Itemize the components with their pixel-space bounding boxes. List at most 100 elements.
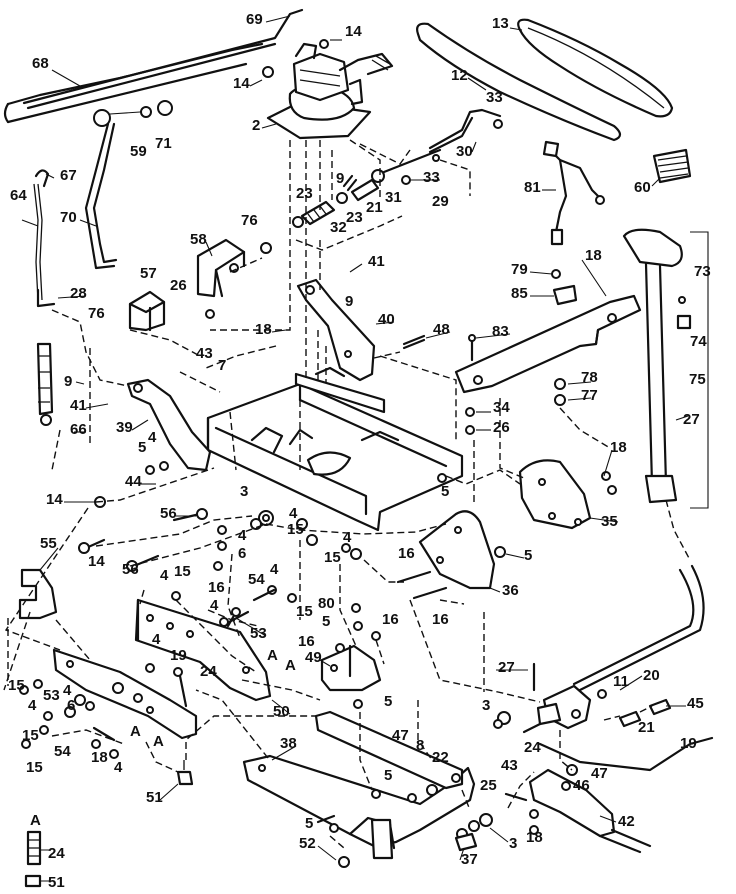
- callout-c15g: 15: [26, 759, 43, 776]
- callout-c83: 83: [492, 323, 509, 340]
- callout-c3a: 3: [240, 483, 248, 500]
- callout-c19b: 19: [680, 735, 697, 752]
- callout-c5d: 5: [322, 613, 330, 630]
- callout-c67: 67: [60, 167, 77, 184]
- callout-c18b: 18: [255, 321, 272, 338]
- callout-c40: 40: [378, 311, 395, 328]
- callout-c76a: 76: [241, 212, 258, 229]
- callout-c37: 37: [461, 851, 478, 868]
- rail-50: [134, 598, 272, 702]
- callout-c14a: 14: [345, 23, 362, 40]
- callout-cA5: A: [30, 812, 41, 829]
- transmission-assembly: [262, 39, 394, 140]
- callout-c53b: 53: [43, 687, 60, 704]
- callout-c9c: 9: [64, 373, 72, 390]
- hardware-upper: [292, 108, 503, 228]
- callout-c15c: 15: [174, 563, 191, 580]
- callout-c43b: 43: [501, 757, 518, 774]
- callout-c78: 78: [581, 369, 598, 386]
- rod-68: [3, 42, 264, 124]
- callout-c14b: 14: [233, 75, 250, 92]
- axle-frame-38: [242, 710, 476, 868]
- callout-c19a: 19: [170, 647, 187, 664]
- callout-c9b: 9: [345, 293, 353, 310]
- callout-c4i: 4: [63, 682, 72, 699]
- callout-c24b: 24: [524, 739, 541, 756]
- callout-c60: 60: [634, 179, 651, 196]
- callout-c58: 58: [190, 231, 207, 248]
- callout-c3b: 3: [482, 697, 490, 714]
- callout-c33b: 33: [423, 169, 440, 186]
- callout-c52: 52: [299, 835, 316, 852]
- callout-c16e: 16: [298, 633, 315, 650]
- callout-c50: 50: [273, 703, 290, 720]
- belt-13: [517, 18, 674, 118]
- callout-c27b: 27: [498, 659, 515, 676]
- callout-c27a: 27: [683, 411, 700, 428]
- callout-c18a: 18: [585, 247, 602, 264]
- callout-c5a: 5: [138, 439, 146, 456]
- callout-c43a: 43: [196, 345, 213, 362]
- callout-c47b: 47: [591, 765, 608, 782]
- callout-c15a: 15: [287, 521, 304, 538]
- callout-c85: 85: [511, 285, 528, 302]
- callout-c57: 57: [140, 265, 157, 282]
- callout-c53a: 53: [250, 625, 267, 642]
- callout-c64: 64: [10, 187, 27, 204]
- callout-c79: 79: [511, 261, 528, 278]
- callout-c26a: 26: [170, 277, 187, 294]
- callout-c42: 42: [618, 813, 635, 830]
- callout-c24a: 24: [200, 663, 217, 680]
- belt-12: [416, 22, 622, 142]
- callout-cA1: A: [267, 647, 278, 664]
- callout-c5g: 5: [305, 815, 313, 832]
- callout-c81: 81: [524, 179, 541, 196]
- callout-c38: 38: [280, 735, 297, 752]
- callout-c14c: 14: [46, 491, 63, 508]
- callout-c80: 80: [318, 595, 335, 612]
- callout-c36: 36: [502, 582, 519, 599]
- callout-c41b: 41: [70, 397, 87, 414]
- callout-c22: 22: [432, 749, 449, 766]
- callout-c18d: 18: [91, 749, 108, 766]
- callout-c41a: 41: [368, 253, 385, 270]
- bracket-57: [128, 290, 166, 332]
- callout-c5c: 5: [524, 547, 532, 564]
- callout-c28: 28: [70, 285, 87, 302]
- callout-c29: 29: [432, 193, 449, 210]
- arm-42: [454, 764, 652, 854]
- callout-c24c: 24: [48, 845, 65, 862]
- callout-c18e: 18: [526, 829, 543, 846]
- bracket-39: [126, 378, 212, 475]
- callout-c77: 77: [581, 387, 598, 404]
- callout-c56b: 56: [122, 561, 139, 578]
- callout-c13: 13: [492, 15, 509, 32]
- callout-c6: 6: [238, 545, 246, 562]
- callout-c8: 8: [416, 737, 424, 754]
- callout-c74: 74: [690, 333, 707, 350]
- callout-c4g: 4: [210, 597, 219, 614]
- callout-c15b: 15: [324, 549, 341, 566]
- bracket-35: [518, 459, 617, 530]
- callout-cA4: A: [153, 733, 164, 750]
- callout-c45: 45: [687, 695, 704, 712]
- callout-c59: 59: [130, 143, 147, 160]
- callout-c30: 30: [456, 143, 473, 160]
- callout-c4k: 4: [114, 759, 123, 776]
- callout-c5e: 5: [384, 693, 392, 710]
- callout-c20: 20: [643, 667, 660, 684]
- callout-c9a: 9: [336, 170, 344, 187]
- leader-lines: [39, 15, 686, 861]
- main-frame: [206, 366, 464, 532]
- bolts-left: [78, 496, 208, 572]
- callout-c25: 25: [480, 777, 497, 794]
- callout-c4b: 4: [289, 505, 298, 522]
- callout-c15f: 15: [22, 727, 39, 744]
- callout-cA3: A: [130, 723, 141, 740]
- bracket-49: [145, 631, 382, 709]
- rod-20: [493, 564, 714, 772]
- callout-c56a: 56: [160, 505, 177, 522]
- callout-c4d: 4: [343, 529, 352, 546]
- callout-c4e: 4: [160, 567, 169, 584]
